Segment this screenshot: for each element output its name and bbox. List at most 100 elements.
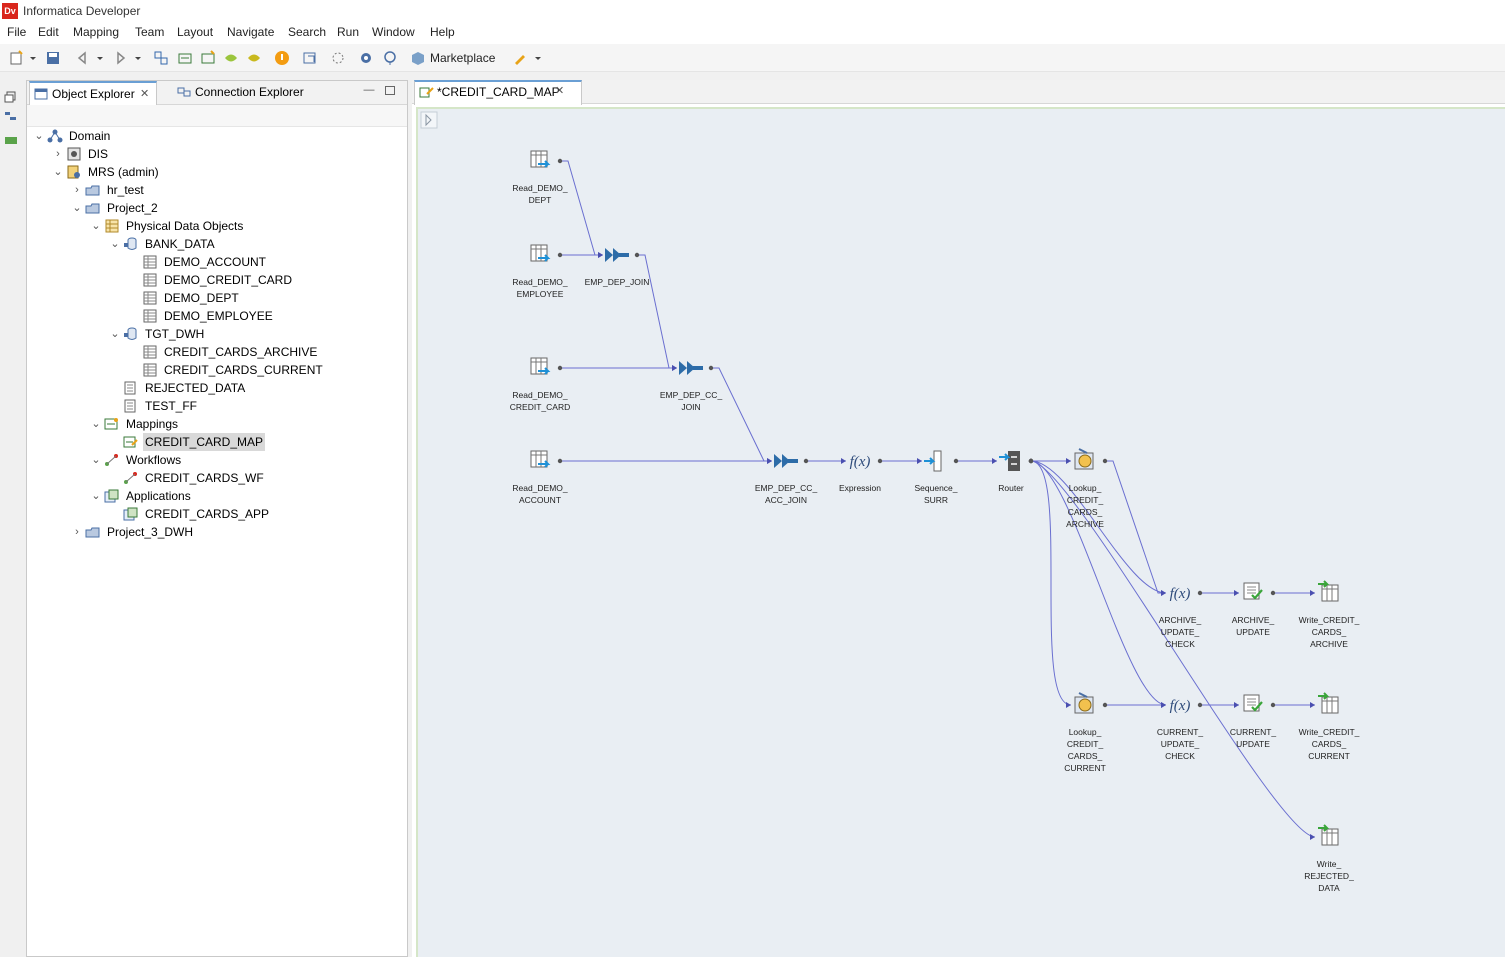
menu-run[interactable]: Run [337, 25, 360, 39]
restore-icon[interactable] [4, 90, 18, 104]
node-label: CREDIT_ [1067, 739, 1104, 749]
menu-file[interactable]: File [7, 25, 27, 39]
forward-icon[interactable] [112, 50, 128, 66]
link[interactable] [1270, 702, 1315, 708]
link[interactable] [557, 252, 603, 258]
menu-navigate[interactable]: Navigate [227, 25, 275, 39]
transformation-read-acc[interactable]: Read_DEMO_ACCOUNT [512, 450, 568, 505]
palette-toggle[interactable] [420, 111, 438, 129]
transformation-router[interactable]: Router [998, 451, 1024, 493]
transformation-write-current[interactable]: Write_CREDIT_CARDS_CURRENT [1299, 692, 1360, 761]
tab-object-explorer[interactable]: Object Explorer ✕ [29, 81, 157, 105]
transformation-lkp-archive[interactable]: Lookup_CREDIT_CARDS_ARCHIVE [1066, 448, 1104, 529]
mapping-canvas[interactable]: Read_DEMO_DEPT Read_DEMO_EMPLOYEE Read_DEM… [416, 107, 1505, 957]
settings-icon[interactable] [358, 50, 374, 66]
chevron-down-icon[interactable] [28, 50, 38, 66]
menu-help[interactable]: Help [430, 25, 455, 39]
close-icon[interactable]: ✕ [140, 88, 150, 100]
link[interactable] [953, 458, 997, 464]
expression-icon: f(x) [1170, 698, 1191, 714]
transformation-write-rejected[interactable]: Write_REJECTED_DATA [1304, 824, 1354, 893]
transformation-lkp-current[interactable]: Lookup_CREDIT_CARDS_CURRENT [1064, 692, 1106, 773]
layout-icon[interactable] [153, 50, 169, 66]
link[interactable] [1028, 458, 1316, 840]
plugin-icon[interactable] [512, 50, 528, 66]
svg-text:f(x): f(x) [1170, 698, 1191, 714]
chevron-right-icon[interactable]: › [75, 184, 79, 196]
chevron-down-icon[interactable]: ⌄ [110, 328, 120, 340]
node-label: CHECK [1165, 751, 1195, 761]
marketplace-button[interactable]: Marketplace [430, 51, 496, 65]
transformation-archive-update[interactable]: ARCHIVE_UPDATE [1232, 582, 1275, 637]
link[interactable] [1270, 590, 1315, 596]
chevron-down-icon[interactable] [533, 50, 543, 66]
chevron-down-icon[interactable] [133, 50, 143, 66]
lookup-icon [1074, 448, 1094, 470]
chevron-down-icon[interactable]: ⌄ [91, 418, 101, 430]
chevron-down-icon[interactable]: ⌄ [91, 454, 101, 466]
chevron-right-icon[interactable]: › [75, 526, 79, 538]
tab-credit-card-map[interactable]: *CREDIT_CARD_MAP ✕ [414, 80, 582, 105]
transformation-expression[interactable]: f(x)Expression [839, 454, 881, 493]
save-icon[interactable] [45, 50, 61, 66]
link[interactable] [557, 365, 677, 371]
link[interactable] [1197, 590, 1239, 596]
link[interactable] [1028, 458, 1072, 708]
close-icon[interactable]: ✕ [555, 85, 565, 97]
chevron-down-icon[interactable]: ⌄ [72, 202, 82, 214]
debug-icon[interactable] [382, 50, 398, 66]
new-icon[interactable] [9, 50, 25, 66]
node-label: ARCHIVE_ [1159, 615, 1202, 625]
transformation-emp-dep-cc-join[interactable]: EMP_DEP_CC_JOIN [660, 361, 723, 412]
transformation-write-archive[interactable]: Write_CREDIT_CARDS_ARCHIVE [1299, 580, 1360, 649]
transformation-current-update[interactable]: CURRENT_UPDATE [1230, 694, 1277, 749]
transformation-read-emp[interactable]: Read_DEMO_EMPLOYEE [512, 244, 568, 299]
tab-connection-explorer[interactable]: Connection Explorer [173, 81, 343, 105]
link[interactable] [634, 252, 677, 371]
mapping-diagram[interactable]: Read_DEMO_DEPT Read_DEMO_EMPLOYEE Read_DEM… [418, 109, 1505, 957]
info-icon[interactable] [274, 50, 290, 66]
menu-layout[interactable]: Layout [177, 25, 214, 39]
transformation-read-dept[interactable]: Read_DEMO_DEPT [512, 150, 568, 205]
back-icon[interactable] [75, 50, 91, 66]
transformation-read-cc[interactable]: Read_DEMO_CREDIT_CARD [510, 357, 570, 412]
menu-edit[interactable]: Edit [38, 25, 59, 39]
link[interactable] [557, 158, 603, 258]
new-mapping-icon[interactable] [200, 50, 216, 66]
chevron-down-icon[interactable]: ⌄ [91, 220, 101, 232]
menu-search[interactable]: Search [288, 25, 327, 39]
validate-icon[interactable] [330, 50, 346, 66]
chevron-down-icon[interactable]: ⌄ [34, 130, 44, 142]
menu-window[interactable]: Window [372, 25, 415, 39]
joiner-icon [605, 248, 629, 262]
link[interactable] [708, 365, 772, 464]
menu-mapping[interactable]: Mapping [73, 25, 120, 39]
chevron-down-icon[interactable]: ⌄ [91, 490, 101, 502]
run-workflow-icon[interactable] [246, 50, 262, 66]
menu-team[interactable]: Team [135, 25, 165, 39]
link[interactable] [1197, 702, 1239, 708]
node-label: EMP_DEP_JOIN [585, 277, 650, 287]
marketplace-icon[interactable] [410, 50, 426, 66]
run-mapping-icon[interactable] [223, 50, 239, 66]
transformation-current-check[interactable]: f(x)CURRENT_UPDATE_CHECK [1157, 698, 1204, 761]
link[interactable] [803, 458, 846, 464]
transformation-emp-dep-join[interactable]: EMP_DEP_JOIN [585, 248, 650, 287]
chevron-down-icon[interactable]: ⌄ [53, 166, 63, 178]
transformation-archive-check[interactable]: f(x)ARCHIVE_UPDATE_CHECK [1159, 586, 1202, 649]
link[interactable] [1102, 702, 1166, 708]
link[interactable] [1102, 458, 1166, 596]
mapping-tool-icon[interactable] [177, 50, 193, 66]
properties-icon[interactable] [4, 134, 18, 148]
minimize-button[interactable]: — [363, 84, 375, 96]
transformation-emp-dep-cc-acc-join[interactable]: EMP_DEP_CC_ACC_JOIN [755, 454, 818, 505]
outline-icon[interactable] [4, 110, 18, 124]
chevron-down-icon[interactable] [95, 50, 105, 66]
link[interactable] [557, 458, 772, 464]
maximize-button[interactable] [385, 86, 395, 95]
chevron-down-icon[interactable]: ⌄ [110, 238, 120, 250]
transformation-sequence[interactable]: Sequence_SURR [914, 450, 958, 505]
chevron-right-icon[interactable]: › [56, 148, 60, 160]
link[interactable] [877, 458, 922, 464]
deploy-icon[interactable] [302, 50, 318, 66]
